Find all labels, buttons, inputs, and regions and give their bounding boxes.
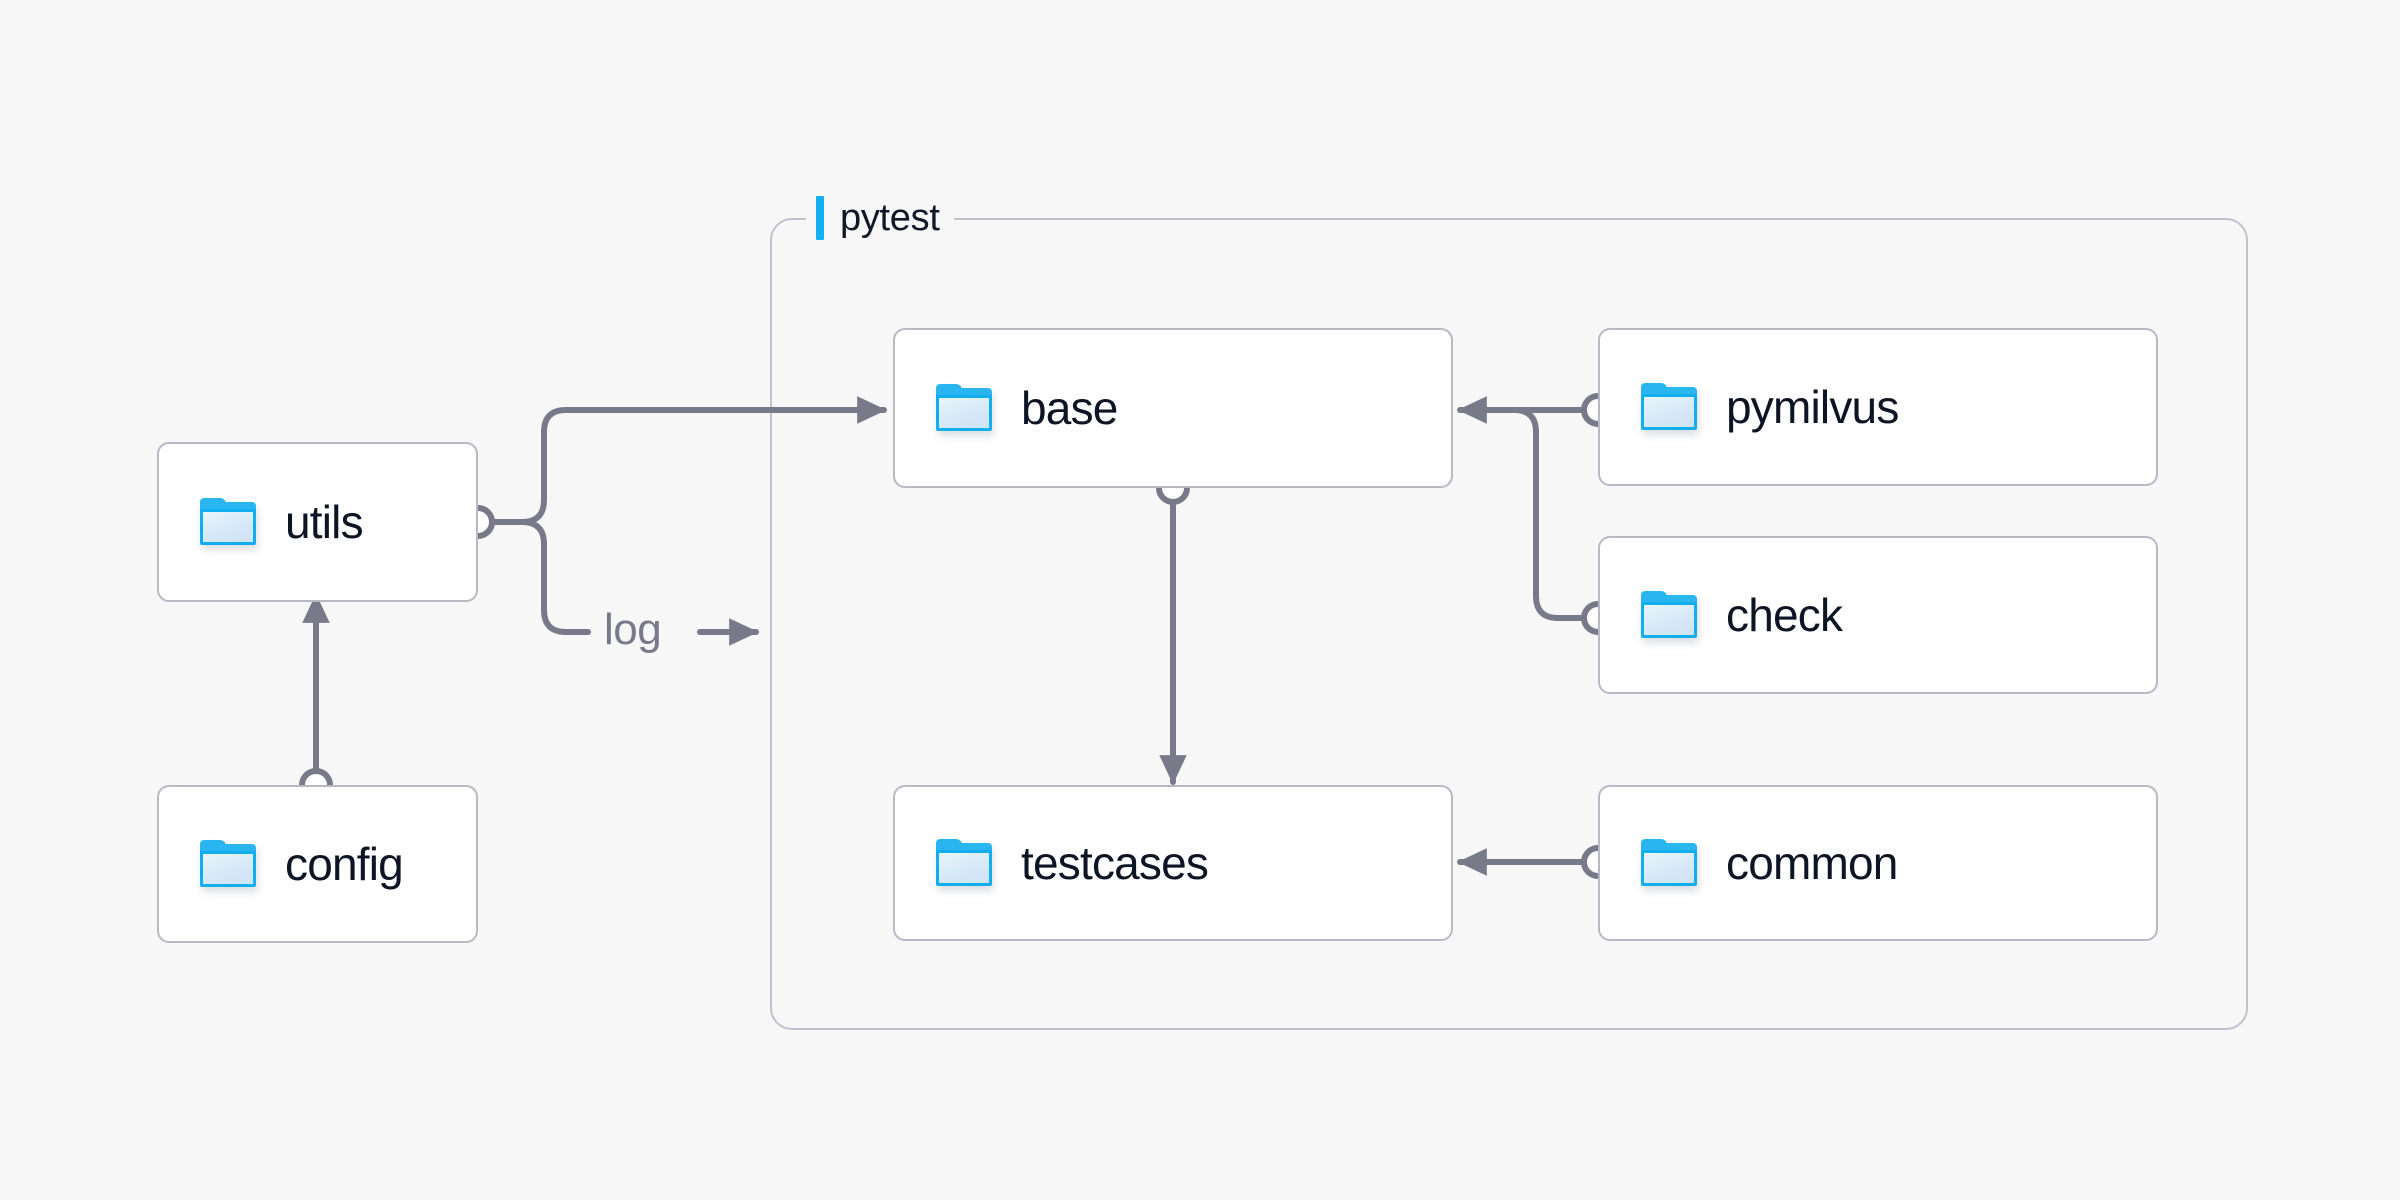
node-pymilvus-label: pymilvus (1726, 381, 1899, 433)
node-pymilvus[interactable]: pymilvus (1598, 328, 2158, 486)
node-base-label: base (1021, 382, 1118, 434)
folder-icon (935, 384, 993, 432)
edge-utils-log (475, 519, 591, 635)
group-pytest (770, 218, 2248, 1030)
edge-label-log: log (604, 605, 662, 654)
node-config[interactable]: config (157, 785, 478, 943)
folder-icon (1640, 839, 1698, 887)
node-testcases-label: testcases (1021, 837, 1209, 889)
group-accent-bar (816, 196, 824, 240)
node-check-label: check (1726, 589, 1843, 641)
folder-icon (199, 498, 257, 546)
node-base[interactable]: base (893, 328, 1453, 488)
node-common[interactable]: common (1598, 785, 2158, 941)
folder-icon (1640, 383, 1698, 431)
node-utils-label: utils (285, 496, 364, 548)
folder-icon (1640, 591, 1698, 639)
folder-icon (935, 839, 993, 887)
node-common-label: common (1726, 837, 1898, 889)
group-pytest-title: pytest (806, 195, 954, 241)
node-testcases[interactable]: testcases (893, 785, 1453, 941)
folder-icon (199, 840, 257, 888)
group-pytest-label: pytest (840, 197, 940, 239)
node-check[interactable]: check (1598, 536, 2158, 694)
node-utils[interactable]: utils (157, 442, 478, 602)
node-config-label: config (285, 838, 404, 890)
